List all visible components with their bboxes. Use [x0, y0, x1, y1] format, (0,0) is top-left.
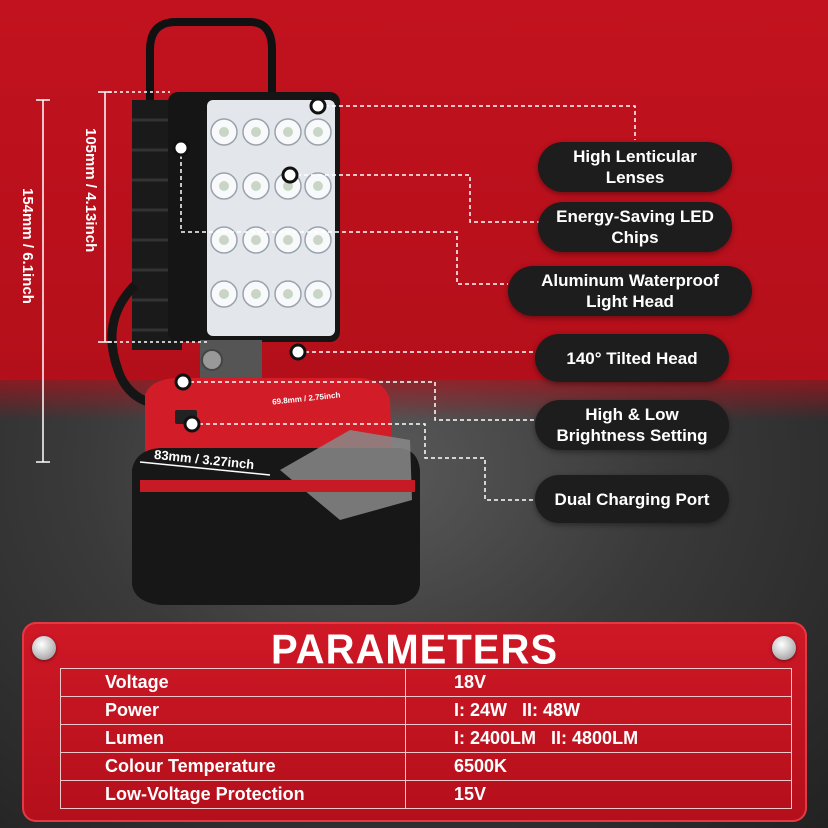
- height-head-label: 105mm / 4.13inch: [82, 128, 99, 253]
- battery-adapter: [145, 378, 392, 455]
- table-row: Lumen I: 2400LM II: 4800LM: [60, 724, 792, 753]
- screw-icon: [772, 636, 796, 660]
- feature-brightness-setting: High & Low Brightness Setting: [535, 400, 729, 450]
- battery-stripe: [140, 480, 415, 492]
- cable: [107, 281, 161, 410]
- param-label: Voltage: [60, 668, 406, 697]
- feature-tilted-head: 140° Tilted Head: [535, 334, 729, 382]
- param-value: 15V: [405, 780, 792, 809]
- param-label: Colour Temperature: [60, 752, 406, 781]
- feature-led-chips: Energy-Saving LED Chips: [538, 202, 732, 252]
- lens-panel: [207, 100, 335, 336]
- table-row: Colour Temperature 6500K: [60, 752, 792, 781]
- param-value: I: 24W II: 48W: [405, 696, 792, 725]
- param-label: Low-Voltage Protection: [60, 780, 406, 809]
- parameters-table: Voltage 18V Power I: 24W II: 48W Lumen I…: [60, 668, 792, 809]
- param-label: Power: [60, 696, 406, 725]
- table-row: Voltage 18V: [60, 668, 792, 697]
- callout-dots: [172, 97, 327, 433]
- dimension-lines: [36, 91, 271, 476]
- parameters-title: PARAMETERS: [270, 626, 559, 674]
- height-total-label: 154mm / 6.1inch: [19, 188, 36, 304]
- screw-icon: [32, 636, 56, 660]
- param-label: Lumen: [60, 724, 406, 753]
- feature-lenticular-lenses: High Lenticular Lenses: [538, 142, 732, 192]
- table-row: Power I: 24W II: 48W: [60, 696, 792, 725]
- table-row: Low-Voltage Protection 15V: [60, 780, 792, 809]
- parameters-panel: PARAMETERS Voltage 18V Power I: 24W II: …: [22, 622, 807, 822]
- callout-lines: [180, 105, 636, 501]
- feature-waterproof-head: Aluminum Waterproof Light Head: [508, 266, 752, 316]
- param-value: I: 2400LM II: 4800LM: [405, 724, 792, 753]
- handle: [146, 18, 276, 118]
- param-value: 18V: [405, 668, 792, 697]
- led-grid: [210, 118, 332, 308]
- battery-window: [280, 430, 412, 520]
- feature-charging-port: Dual Charging Port: [535, 475, 729, 523]
- param-value: 6500K: [405, 752, 792, 781]
